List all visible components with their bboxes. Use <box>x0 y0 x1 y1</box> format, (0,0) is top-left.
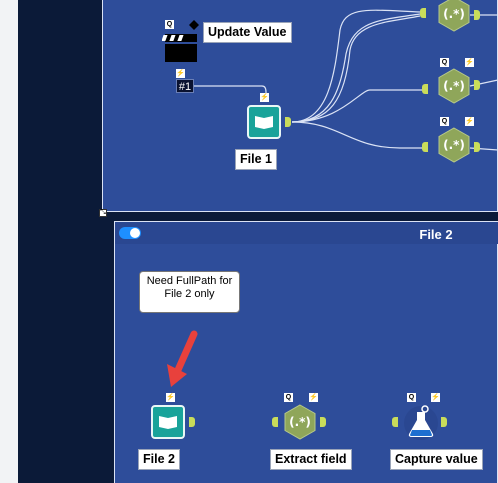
output-anchor[interactable] <box>474 80 480 90</box>
container-toggle[interactable] <box>119 227 141 239</box>
quality-badge-icon: Q <box>440 117 449 126</box>
counter-chip: #1 <box>176 79 194 93</box>
container-file2 <box>114 221 498 483</box>
container-header <box>115 222 498 244</box>
quality-badge-icon: Q <box>165 20 174 29</box>
input-anchor[interactable] <box>422 84 428 94</box>
run-badge-icon: ⚡ <box>465 58 474 67</box>
output-anchor[interactable] <box>474 142 480 152</box>
input-anchor[interactable] <box>392 417 398 427</box>
open-book-icon <box>255 116 273 129</box>
input-anchor[interactable] <box>422 142 428 152</box>
output-anchor[interactable] <box>189 417 195 427</box>
quality-badge-icon: Q <box>284 393 293 402</box>
regex-hexagon-icon[interactable]: (.*) <box>436 68 472 104</box>
input-anchor[interactable] <box>272 417 278 427</box>
clapperboard-icon[interactable] <box>162 20 204 64</box>
resize-handle-icon[interactable]: ⤡ <box>99 209 107 217</box>
regex-glyph: (.*) <box>289 415 311 429</box>
regex-hexagon-icon[interactable]: (.*) <box>282 404 318 440</box>
container-title: File 2 <box>419 227 453 242</box>
comment-box[interactable]: Need FullPath for File 2 only <box>139 271 240 313</box>
file2-input-tool[interactable] <box>151 405 185 439</box>
output-anchor[interactable] <box>285 117 291 127</box>
input-anchor[interactable] <box>420 8 426 18</box>
open-book-icon <box>159 416 177 429</box>
regex-hexagon-icon[interactable]: (.*) <box>436 0 472 32</box>
run-badge-icon: ⚡ <box>176 69 185 78</box>
regex-glyph: (.*) <box>443 138 465 152</box>
regex-glyph: (.*) <box>443 7 465 21</box>
file1-input-tool[interactable] <box>247 105 281 139</box>
left-margin <box>0 0 18 483</box>
regex-glyph: (.*) <box>443 79 465 93</box>
capture-value-label: Capture value <box>390 449 483 470</box>
flask-icon[interactable] <box>403 403 439 441</box>
output-anchor[interactable] <box>441 417 447 427</box>
run-badge-icon: ⚡ <box>465 117 474 126</box>
file1-label: File 1 <box>235 149 277 170</box>
run-badge-icon: ⚡ <box>309 393 318 402</box>
quality-badge-icon: Q <box>440 58 449 67</box>
run-badge-icon: ⚡ <box>260 93 269 102</box>
output-anchor[interactable] <box>320 417 326 427</box>
extract-field-label: Extract field <box>270 449 352 470</box>
update-value-label: Update Value <box>203 22 292 43</box>
output-anchor[interactable] <box>474 10 480 20</box>
run-badge-icon: ⚡ <box>431 393 440 402</box>
red-arrow-icon <box>167 330 198 387</box>
regex-hexagon-icon[interactable]: (.*) <box>436 127 472 163</box>
quality-badge-icon: Q <box>407 393 416 402</box>
toggle-knob <box>130 228 140 238</box>
file2-label: File 2 <box>138 449 180 470</box>
run-badge-icon: ⚡ <box>166 393 175 402</box>
